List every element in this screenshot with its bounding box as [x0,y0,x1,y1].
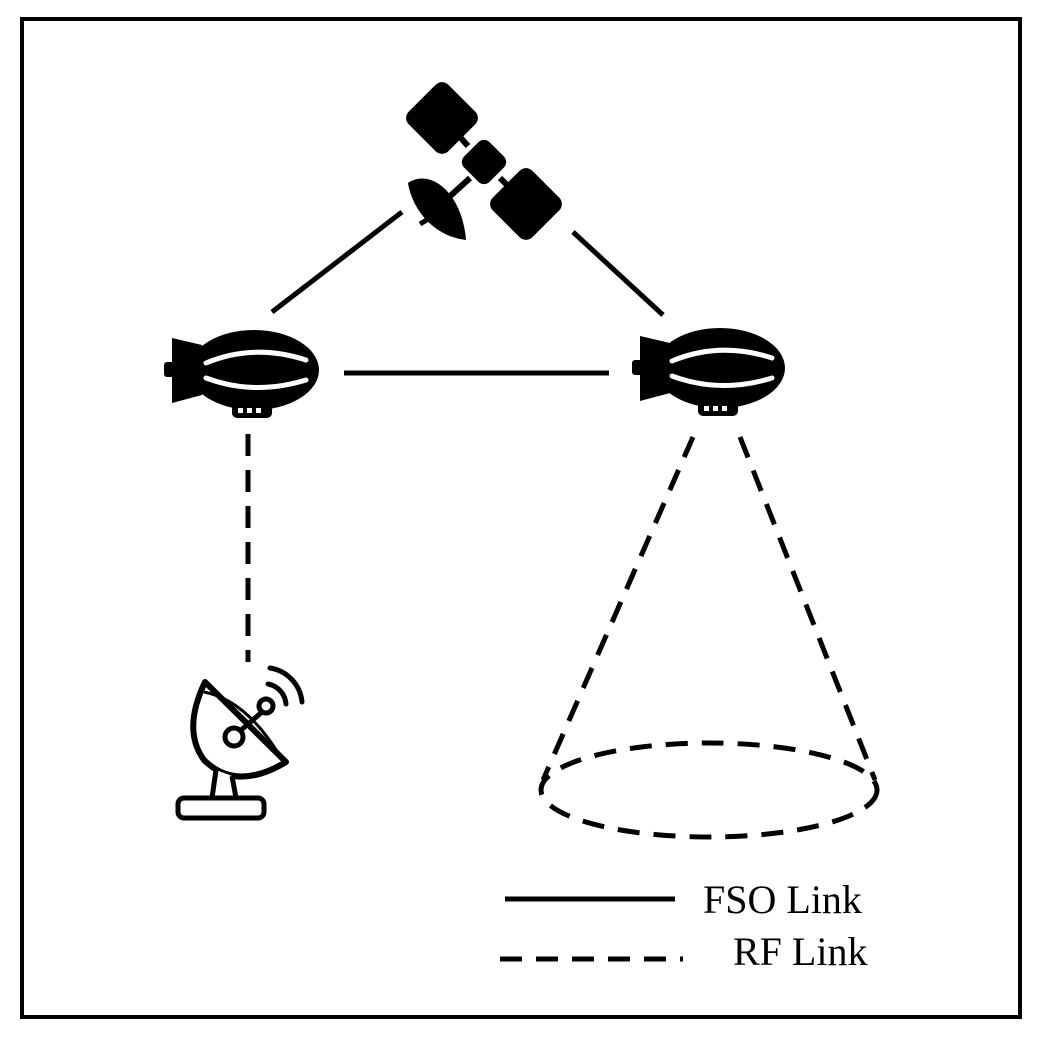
legend-fso-label: FSO Link [703,877,862,922]
airship-icon-right [632,328,785,416]
legend-rf-label: RF Link [733,929,867,974]
airship-icon-left [164,330,319,418]
fso-link-satellite-right-airship [571,230,665,317]
rf-beam-left-edge [540,435,696,782]
rf-beam-right-edge [737,436,878,781]
satellite-dish-icon [175,665,305,821]
legend: FSO Link RF Link [500,877,867,974]
diagram-frame [20,17,1022,1019]
rf-coverage-area [538,740,880,840]
satellite-icon [406,82,562,240]
fso-link-left-airship-satellite [270,210,404,314]
